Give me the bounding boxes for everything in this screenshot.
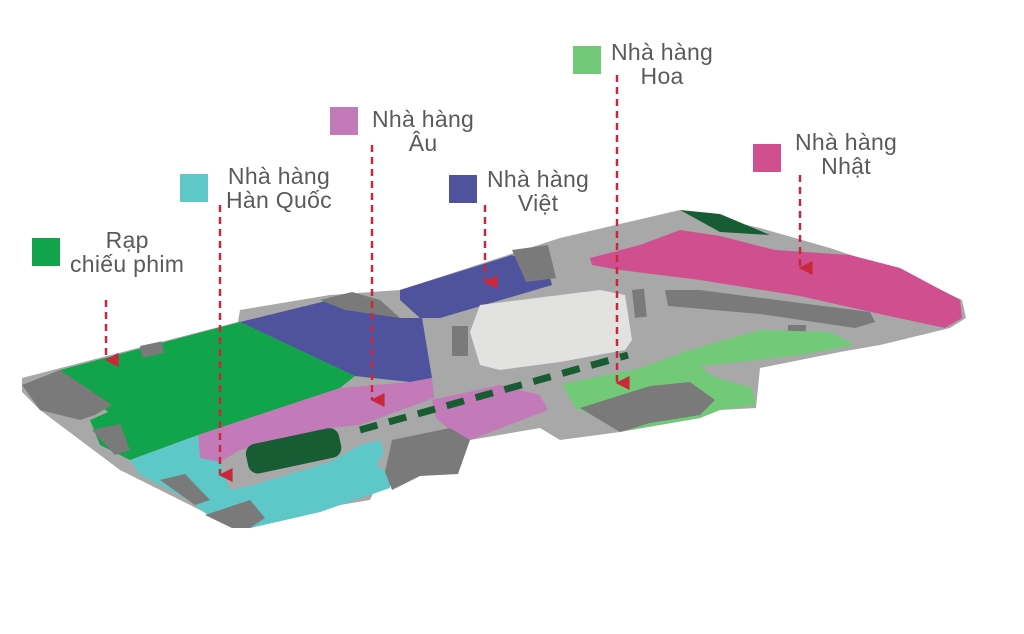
legend-vietnamese-line2: Việt [517,190,559,216]
small-block-east [788,325,806,332]
zone-vietnamese-south [240,300,432,382]
block-viet-right [512,245,556,282]
legend-japanese-line1: Nhà hàng [795,129,898,155]
legend-cinema-line2: chiếu phim [70,251,185,277]
legend-korean-line1: Nhà hàng [227,163,331,189]
block-chinese [580,382,715,432]
cinema-side-block-2 [92,424,130,455]
block-bottom-middle [385,428,470,490]
legend-japanese-line2: Nhật [821,153,871,179]
legend-vietnamese: Nhà hàng Việt [449,167,589,215]
swatch-chinese [573,46,601,74]
legend-japanese: Nhà hàng Nhật [753,130,897,178]
zone-cinema [60,322,355,460]
swatch-korean [180,174,208,202]
legend-cinema: Rạp chiếu phim [32,228,184,276]
cinema-side-block [22,370,112,420]
korean-block [205,500,265,528]
zone-vietnamese [400,255,552,318]
central-plaza [470,290,632,370]
cinema-block [140,341,165,358]
block-east-long [665,290,875,328]
legend-chinese-line2: Hoa [640,63,684,89]
plaza-pillar [452,326,468,356]
zone-japanese [590,230,962,328]
swatch-european [330,107,358,135]
legend-cinema-line1: Rạp [105,227,149,253]
legend-chinese: Nhà hàng Hoa [573,40,713,88]
plaza-pillar-2 [632,288,647,318]
swatch-vietnamese [449,175,477,203]
legend-european-line1: Nhà hàng [372,106,475,132]
roof-edge [680,210,770,235]
walkway-dashes [359,351,629,434]
legend-korean: Nhà hàng Hàn Quốc [180,164,332,212]
block-near-viet [320,292,400,318]
swatch-cinema [32,238,60,266]
legend-vietnamese-line1: Nhà hàng [487,166,590,192]
legend-chinese-line1: Nhà hàng [611,39,714,65]
korean-block-2 [160,474,210,505]
legend-european-line2: Âu [408,130,438,156]
green-pool [245,428,342,474]
legend-european: Nhà hàng Âu [330,107,474,155]
swatch-japanese [753,144,781,172]
legend-korean-line2: Hàn Quốc [226,187,332,213]
